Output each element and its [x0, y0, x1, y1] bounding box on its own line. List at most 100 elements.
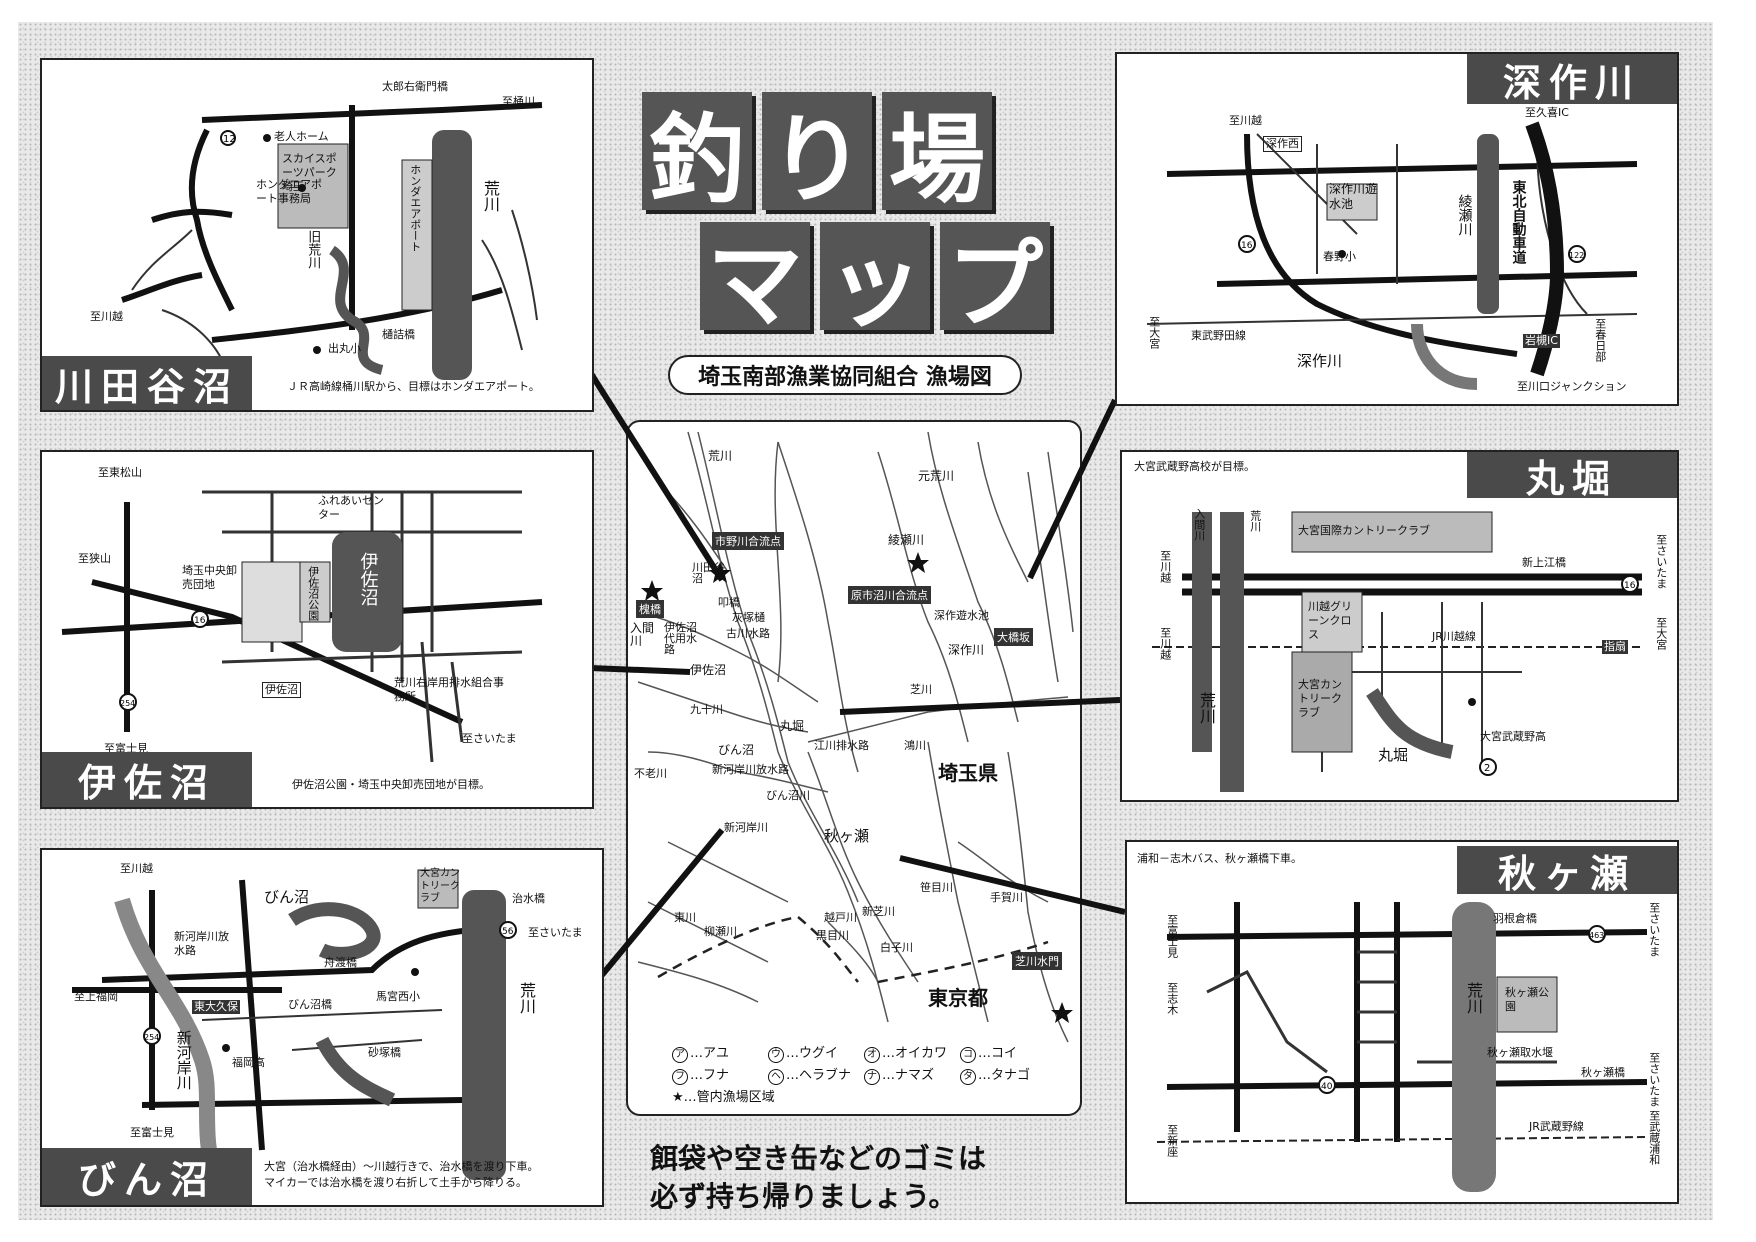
ov-gouken: 叩橋: [718, 596, 740, 609]
ov-teshiko: 手賀川: [990, 891, 1023, 904]
isanuma-roads: 16 254: [61, 490, 543, 763]
legend-mark: コ: [960, 1047, 976, 1063]
panel-tab-isanuma: 伊佐沼: [42, 752, 252, 807]
svg-text:2: 2: [1484, 763, 1490, 774]
label-iruma: 入間川: [1192, 508, 1206, 541]
label-fujimi: 至富士見: [1165, 914, 1179, 958]
ov-isanuma: 伊佐沼: [690, 663, 727, 677]
legend-item: タ…タナゴ: [960, 1064, 1030, 1085]
ov-shinkagan-river: 新河岸川: [724, 821, 768, 834]
label-sunazuka: 砂塚橋: [368, 1046, 401, 1059]
omiya-country-block: [1291, 651, 1353, 753]
footer-line-1: 餌袋や空き缶などのゴミは: [650, 1142, 987, 1175]
ov-shinkashi: 新芝川: [862, 905, 895, 918]
note-binnuma-2: マイカーでは治水橋を渡り右折して土手から降りる。: [264, 1176, 528, 1189]
note-kawatayanuma: ＪＲ高崎線桶川駅から、目標はホンダエアポート。: [287, 380, 540, 393]
ov-motoarakawa: 元荒川: [918, 469, 955, 483]
legend-mark: タ: [960, 1069, 976, 1085]
label-arakawa: 荒川: [517, 982, 536, 1014]
ov-binnuma: びん沼: [718, 743, 755, 757]
label-arakawa-top: 荒川: [1248, 510, 1262, 532]
map-subtitle: 埼玉南部漁業協同組合 漁場図: [668, 355, 1022, 395]
label-shinkagan: 新河岸川放水路: [174, 930, 229, 957]
isanuma-lake: [332, 532, 402, 652]
label-isanuma-park: 伊佐沼公園: [306, 566, 320, 621]
label-kawagoe-club: 川越グリーンクロス: [1308, 600, 1352, 641]
svg-text:56: 56: [502, 927, 514, 937]
legend-label: …オイカワ: [882, 1046, 948, 1061]
legend-item: フ…フナ: [672, 1064, 729, 1085]
label-kawagoe: 至川越: [1229, 114, 1262, 127]
label-kawagoe-1: 至川越: [1158, 550, 1172, 583]
label-isanuma-station: 伊佐沼: [262, 682, 301, 698]
ov-binnuma-river: びん沼川: [766, 789, 810, 802]
legend-mark: ウ: [768, 1047, 784, 1063]
label-saitama: 至さいたま: [1654, 534, 1668, 589]
svg-text:40: 40: [1321, 1082, 1333, 1092]
ov-kamihashi: 槐橋: [636, 600, 664, 618]
legend-mark: ナ: [864, 1069, 880, 1085]
legend-label: …タナゴ: [978, 1068, 1031, 1083]
label-saitama-1: 至さいたま: [1647, 902, 1661, 957]
title-char-1: 釣: [642, 92, 752, 216]
ov-saitama: 埼玉県: [938, 761, 998, 785]
label-fukasakugawa: 深作川: [1297, 352, 1343, 370]
label-kyu-arakawa: 旧荒川: [305, 230, 321, 269]
fukasakugawa-river: [1411, 323, 1478, 390]
panel-tab-fukasakugawa: 深作川: [1467, 54, 1677, 105]
note-akigase: 浦和－志木バス、秋ヶ瀬橋下車。: [1137, 852, 1302, 865]
ov-fukasaku-yusui: 深作遊水池: [934, 609, 989, 622]
oroshi-block: [241, 561, 303, 643]
label-hizume: 樋詰橋: [382, 328, 415, 341]
legend-label: …ヘラブナ: [786, 1068, 852, 1083]
title-char-2: り: [762, 92, 872, 216]
panel-akigase: 40 463 浦和－志木バス、秋ヶ瀬橋下車。 秋ヶ瀬 至富士見 羽根倉橋 至さい…: [1125, 840, 1679, 1204]
ov-maruhori: 丸堀: [780, 719, 805, 733]
label-skypark: スカイスポーツパーク埼玉: [282, 152, 337, 193]
svg-text:16: 16: [194, 616, 206, 626]
ov-okubo: 大橋坂: [994, 628, 1033, 646]
label-honda-office: ホンダエアポート事務局: [256, 178, 322, 205]
label-higashimatsuyama: 至東松山: [98, 466, 142, 479]
ov-ichinokawa: 市野川合流点: [712, 532, 784, 550]
ov-kuji: 九十川: [690, 703, 723, 716]
label-school: 大宮武蔵野高: [1480, 730, 1546, 743]
label-kawagoe: 至川越: [90, 310, 123, 323]
legend-label: …アユ: [690, 1046, 730, 1061]
legend-item: オ…オイカワ: [864, 1042, 947, 1063]
akigase-roads: 40 463: [1156, 902, 1648, 1192]
overview-map: 荒川 元荒川 綾瀬川 市野川合流点 原市沼川合流点 槐橋 川田谷沼 入間川 灰塚…: [626, 420, 1082, 1116]
label-fukuoka: 福岡高: [232, 1056, 265, 1069]
binnuma-lake: [288, 902, 381, 961]
skypark-block: [277, 143, 349, 229]
legend-mark: フ: [672, 1069, 688, 1085]
label-isanuma-lake: 伊佐沼: [357, 552, 379, 606]
ov-kakkawa: 鴻川: [904, 739, 926, 752]
ov-egawa: 江川排水路: [814, 739, 869, 752]
legend-mark: ヘ: [768, 1069, 784, 1085]
svg-text:122: 122: [1569, 251, 1584, 260]
legend-area-item: ★…管内漁場区域: [672, 1090, 775, 1105]
note-isanuma: 伊佐沼公園・埼玉中央卸売団地が目標。: [292, 778, 490, 791]
panel-tab-kawatayanuma: 川田谷沼: [42, 356, 252, 410]
label-jisui: 治水橋: [512, 892, 545, 905]
svg-text:16: 16: [1624, 581, 1636, 591]
label-omiya-country: 大宮カントリークラブ: [1298, 678, 1342, 719]
label-shinkamie: 新上江橋: [1522, 556, 1566, 569]
ov-ayasegawa: 綾瀬川: [888, 533, 925, 547]
label-haisui: 荒川右岸用排水組合事務所: [394, 676, 504, 703]
ov-iruma: 入間川: [630, 621, 655, 649]
svg-text:463: 463: [1589, 931, 1604, 940]
label-sashiogi: 指扇: [1602, 640, 1628, 654]
label-kuki: 至久喜IC: [1525, 106, 1569, 119]
ov-hachiman: 灰塚樋: [732, 611, 765, 624]
label-haruno: 春野小: [1323, 250, 1356, 263]
label-kawagoe: 至川越: [120, 862, 153, 875]
label-saitama: 至さいたま: [462, 732, 517, 745]
label-kasukabe: 至春日部: [1593, 318, 1607, 362]
legend-label: …フナ: [690, 1068, 730, 1083]
ov-kurome: 黒目川: [816, 929, 849, 942]
maruhori-pond: [1366, 688, 1454, 759]
label-park: 秋ヶ瀬公園: [1505, 986, 1549, 1013]
ov-koshido: 越戸川: [824, 911, 857, 924]
